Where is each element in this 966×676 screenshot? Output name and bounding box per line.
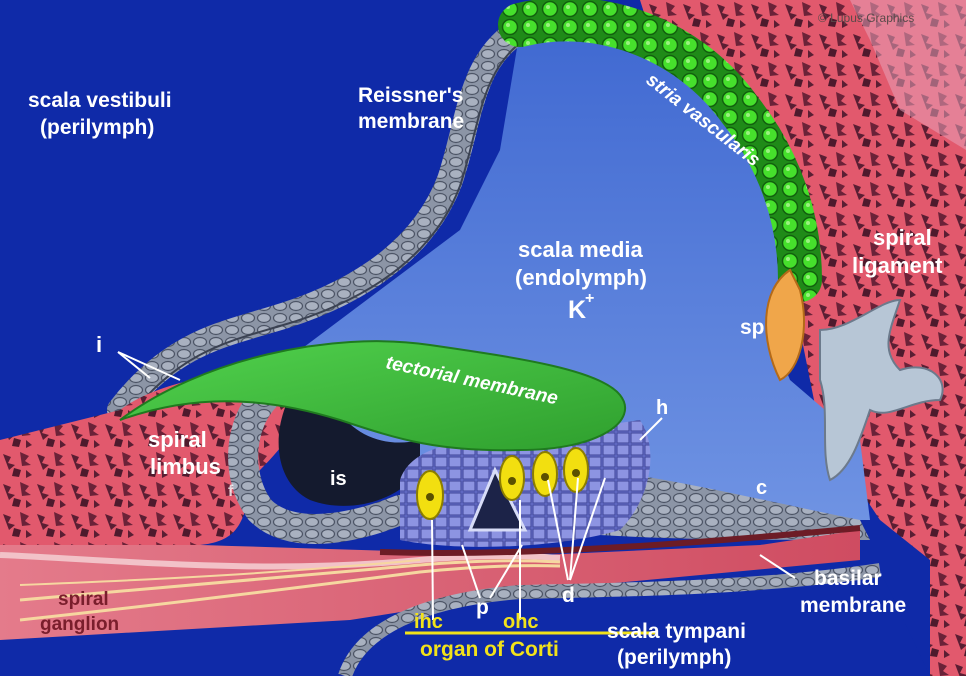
label-reissners-membrane: membrane [358,110,464,133]
label-spiral-ganglion-2: ganglion [40,614,119,635]
label-spiral-limbus-2: limbus [150,454,221,479]
label-potassium: K [568,296,586,324]
label-endolymph: (endolymph) [515,265,647,290]
label-ohc: ohc [503,611,539,633]
label-reissners: Reissner's [358,84,463,107]
label-p: p [476,596,489,619]
label-c: c [756,477,767,499]
credit-label: © Lupus Graphics [818,11,914,25]
label-scala-vestibuli-perilymph: (perilymph) [40,116,154,139]
label-scala-tympani-perilymph: (perilymph) [617,646,731,669]
label-is: is [330,468,347,490]
label-spiral-ligament-2: ligament [852,253,943,278]
label-f: f [228,483,234,500]
label-d: d [562,584,575,607]
label-sp: sp [740,316,765,339]
label-h: h [656,397,668,419]
label-i: i [96,332,102,357]
label-basilar: basilar [814,567,882,590]
label-spiral-ganglion: spiral [58,589,109,610]
outer-hair-cells [500,448,588,500]
label-organ-of-corti: organ of Corti [420,638,559,661]
label-scala-media: scala media [518,237,644,262]
label-scala-vestibuli: scala vestibuli [28,89,172,112]
label-potassium-charge: + [585,290,594,307]
label-spiral-limbus: spiral [148,427,207,452]
inner-hair-cell [417,471,443,519]
label-spiral-ligament: spiral [873,225,932,250]
label-ihc: ihc [414,611,443,633]
pointer-ihc [432,520,433,620]
label-scala-tympani: scala tympani [607,620,746,643]
label-basilar-membrane: membrane [800,594,906,617]
